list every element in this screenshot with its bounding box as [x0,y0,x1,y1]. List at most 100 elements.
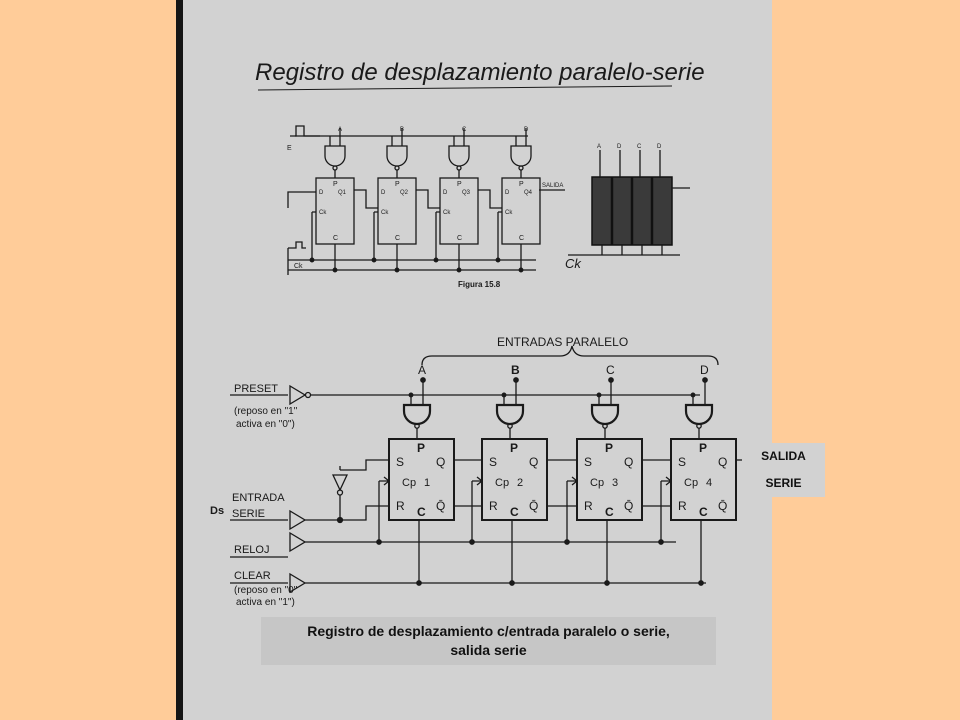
preset-buffer-icon [289,384,307,406]
serial-inverter-icon [331,474,349,492]
serial-input-label-2: SERIE [232,508,265,520]
fig1-ck-pin: Ck [443,210,451,216]
fig1-input-label: A [338,127,342,133]
fig1-ck-pin: Ck [319,210,327,216]
block-input-d1: D [617,144,622,150]
clock-label: RELOJ [234,544,269,556]
fig1-q-pin: Q4 [524,190,533,196]
ff-cp-pin: Cp [684,477,698,489]
ff-s-pin: S [584,455,592,469]
preset-note-2: activa en "0") [236,419,295,430]
register-block-diagram: A D C D Ck [565,144,690,271]
serial-input-label-1: ENTRADA [232,492,285,504]
nand-gate-icon [402,403,432,426]
fig1-preset-pin: P [519,181,524,188]
fig1-d-pin: D [505,190,510,196]
ff-number: 1 [424,477,430,489]
nand-gate-icon [386,145,408,167]
ff-preset-pin: P [699,441,707,455]
ff-q-pin: Q [624,455,633,469]
ff-s-pin: S [489,455,497,469]
caption-line-2: salida serie [450,642,527,658]
fig1-input-label: C [462,127,467,133]
scanned-page [176,0,772,720]
diagram-caption: Registro de desplazamiento c/entrada par… [261,617,716,665]
figure1-salida-label: SALIDA [542,183,563,189]
preset-label: PRESET [234,383,278,395]
ff-q-pin: Q [529,455,538,469]
parallel-input-label: C [606,363,615,377]
fig1-q-pin: Q2 [400,190,409,196]
fig1-d-pin: D [319,190,324,196]
parallel-inputs-label: ENTRADAS PARALELO [497,335,628,349]
rs-flip-flop [576,438,643,521]
fig1-d-pin: D [381,190,386,196]
preset-note-1: (reposo en "1" [234,406,298,417]
rs-flip-flop [481,438,548,521]
fig1-clear-pin: C [519,235,524,242]
ff-r-pin: R [396,499,405,513]
parallel-input-label: A [418,363,426,377]
clock-pulse-icon [288,241,306,249]
serial-output-line-1: SALIDA [761,449,806,463]
ff-q-pin: Q [718,455,727,469]
clock-line-label: Ck [294,263,303,270]
ff-cp-pin: Cp [402,477,416,489]
fig1-d-pin: D [443,190,448,196]
fig1-q-pin: Q3 [462,190,471,196]
figure-caption: Figura 15.8 [458,280,501,289]
ff-qbar-pin: Q̄ [718,499,727,513]
nand-gate-icon [510,145,532,167]
fig1-input-label: D [524,127,529,133]
title-underline [257,85,673,91]
clear-note-2: activa en "1") [236,597,295,608]
enable-label: E [287,145,292,152]
rs-flip-flop [388,438,455,521]
serial-output-line-2: SERIE [765,476,802,490]
caption-line-1: Registro de desplazamiento c/entrada par… [307,623,670,639]
ds-label: Ds [210,505,224,517]
fig1-input-label: B [400,127,404,133]
ff-number: 2 [517,477,523,489]
fig1-ck-pin: Ck [505,210,513,216]
block-clock-label: Ck [565,256,582,271]
block-input-c: C [637,144,642,150]
nand-gate-icon [448,145,470,167]
fig1-clear-pin: C [395,235,400,242]
ff-qbar-pin: Q̄ [436,499,445,513]
block-input-a: A [597,144,601,150]
ff-clear-pin: C [510,505,519,519]
serial-buffer-icon [289,509,307,531]
nand-gate-icon [324,145,346,167]
ff-r-pin: R [489,499,498,513]
handwritten-title: Registro de desplazamiento paralelo-seri… [255,59,705,86]
enable-pulse-icon [290,125,320,137]
ff-cp-pin: Cp [495,477,509,489]
clear-note-1: (reposo en "0" [234,585,298,596]
nand-gate-icon [684,403,714,426]
ff-s-pin: S [396,455,404,469]
clear-label: CLEAR [234,570,271,582]
page-binding-edge [176,0,183,720]
ff-q-pin: Q [436,455,445,469]
ff-qbar-pin: Q̄ [529,499,538,513]
parallel-input-label: B [511,363,520,377]
ff-preset-pin: P [417,441,425,455]
ff-cp-pin: Cp [590,477,604,489]
ff-preset-pin: P [605,441,613,455]
nand-gate-icon [590,403,620,426]
fig1-preset-pin: P [457,181,462,188]
clock-buffer-icon [289,531,307,553]
ff-qbar-pin: Q̄ [624,499,633,513]
ff-clear-pin: C [605,505,614,519]
rs-flip-flop [670,438,737,521]
fig1-preset-pin: P [333,181,338,188]
